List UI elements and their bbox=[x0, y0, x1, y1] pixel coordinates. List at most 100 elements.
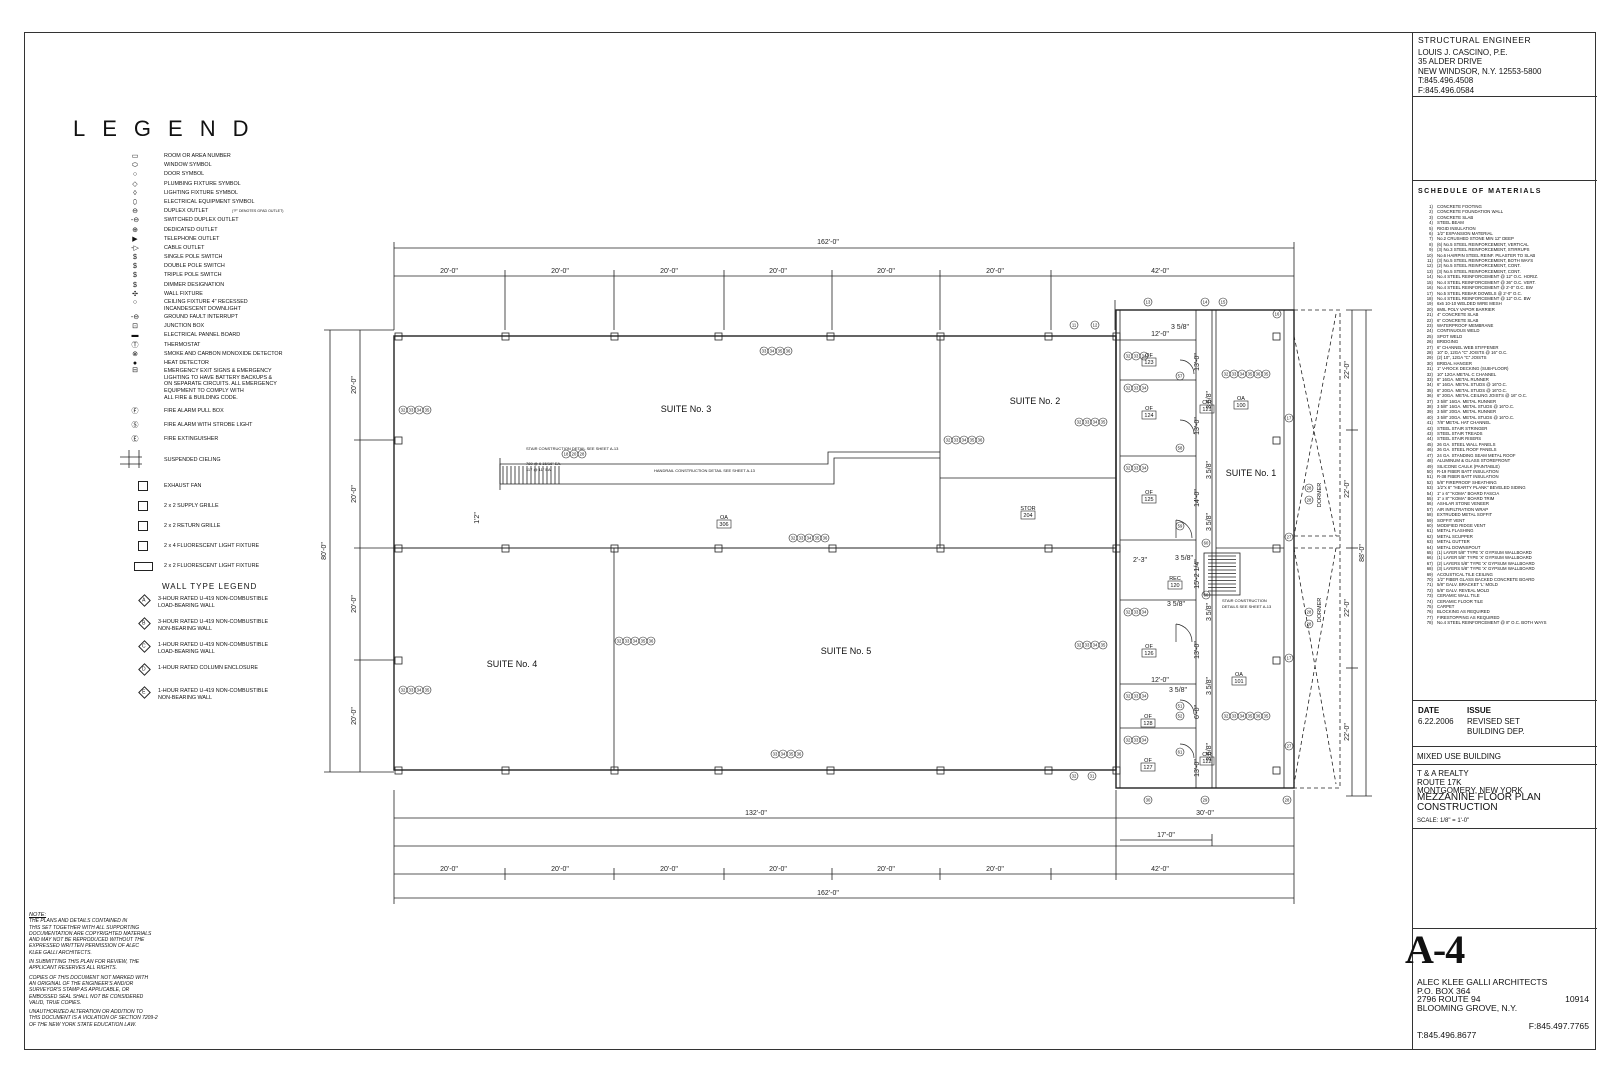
material-callout-number: 61 bbox=[1178, 750, 1183, 755]
triple-pole-switch-icon: $ bbox=[133, 272, 137, 280]
dim-358-label: 3 5/8" bbox=[1169, 687, 1188, 694]
legend-row: ⊗SMOKE AND CARBON MONOXIDE DETECTOR bbox=[132, 350, 322, 359]
material-callout-number: 33 bbox=[1085, 643, 1090, 648]
material-item: 78)No.4 STEEL REINFORCEMENT @ 8" O.C. BO… bbox=[1426, 620, 1547, 626]
room-suite-1: SUITE No. 1 bbox=[1226, 468, 1277, 478]
material-callout-tag: 35 bbox=[775, 346, 785, 356]
material-callout-tag: 34 bbox=[1237, 711, 1247, 721]
dim-bay-label: 20'-0" bbox=[660, 268, 678, 275]
material-callout-tag: 32 bbox=[1221, 711, 1231, 721]
room-cir: CIR bbox=[1202, 400, 1212, 406]
dim-358-label: 3 5/8" bbox=[1167, 601, 1186, 608]
material-callout-number: 36 bbox=[1256, 372, 1261, 377]
material-callout-tag: 33 bbox=[1131, 735, 1141, 745]
dim-bay-label: 20'-0" bbox=[551, 866, 569, 873]
material-label: BRIDAL HANGER bbox=[1437, 360, 1472, 366]
material-callout-tag: 33 bbox=[951, 435, 961, 445]
dim-223-label: 2'-3" bbox=[1133, 557, 1147, 564]
dim-358-label: 3 5/8" bbox=[1206, 460, 1213, 479]
exit-sign-icon: ⊟ bbox=[132, 367, 138, 375]
material-item: 2)CONCRETE FOUNDATION WALL bbox=[1429, 209, 1504, 215]
dim-12-label: 12'-0" bbox=[1151, 677, 1169, 684]
material-item: 28)10" D, 12GA "C" JOISTS @ 16" O.C. bbox=[1426, 349, 1508, 355]
material-callout-tag: 59 bbox=[1175, 521, 1185, 531]
material-callout-tag: 35 bbox=[1245, 711, 1255, 721]
material-item: 43)STEEL STAIR TREADS bbox=[1426, 431, 1483, 437]
room-number-tag: 100 bbox=[1233, 400, 1249, 410]
material-item: 12)(2) No.5 STEEL REINFORCEMENT, CONT. bbox=[1426, 263, 1521, 269]
material-callout-tag: 35 bbox=[422, 405, 432, 415]
structural-column bbox=[1272, 544, 1281, 553]
legend-note: ("F" DENOTES GFAD OUTLET) bbox=[232, 209, 284, 214]
material-callout-tag: 33 bbox=[406, 685, 416, 695]
material-callout-tag: 34 bbox=[1139, 735, 1149, 745]
dim-13-label: 13'-0" bbox=[1194, 417, 1201, 435]
architect-info: ALEC KLEE GALLI ARCHITECTS P.O. BOX 364 … bbox=[1417, 969, 1593, 1040]
material-item: 66)(1) LAYER 5/8" TYPE 'X' GYPSUM WALLBO… bbox=[1426, 555, 1532, 561]
material-callout-number: 28 bbox=[1307, 498, 1312, 503]
legend-row: ◇PLUMBING FIXTURE SYMBOL bbox=[132, 180, 322, 189]
legend-label: ROOM OR AREA NUMBER bbox=[164, 153, 231, 159]
material-callout-number: 34 bbox=[1093, 420, 1098, 425]
stair-detail-note: STAIR CONSTRUCTION DETAIL SEE SHEET A-13 bbox=[526, 446, 619, 451]
legend-label: EXHAUST FAN bbox=[164, 483, 202, 490]
structural-column bbox=[1272, 436, 1281, 445]
material-callout-tag: 33 bbox=[1082, 417, 1092, 427]
material-callout-number: 36 bbox=[797, 752, 802, 757]
structural-column bbox=[1044, 332, 1053, 341]
legend-label: 2 x 2 FLUORESCENT LIGHT FIXTURE bbox=[164, 563, 260, 570]
material-callout-tag: 32 bbox=[1074, 640, 1084, 650]
dim-bay-label: 20'-0" bbox=[986, 866, 1004, 873]
client-info: T & A REALTY ROUTE 17K MONTGOMERY, NEW Y… bbox=[1417, 769, 1523, 796]
material-callout-tag: 32 bbox=[1123, 463, 1133, 473]
material-item: 20)6MIL POLY VAPOR BARRIER bbox=[1426, 306, 1495, 312]
structural-column bbox=[501, 332, 510, 341]
material-callout-number: 35 bbox=[778, 349, 783, 354]
legend-label: FIRE ALARM PULL BOX bbox=[164, 408, 224, 415]
legend-row: ⬯ELECTRICAL EQUIPMENT SYMBOL bbox=[132, 198, 322, 207]
material-callout-number: 32 bbox=[1072, 774, 1077, 779]
note-paragraph: THE PLANS AND DETAILS CONTAINED IN THIS … bbox=[29, 918, 152, 956]
dim-14-label: 14'-0" bbox=[1194, 489, 1201, 507]
legend-row: ⊟EMERGENCY EXIT SIGNS & EMERGENCY LIGHTI… bbox=[132, 367, 322, 404]
material-item: 33)6" 16GA. METAL RUNNER bbox=[1426, 377, 1489, 382]
material-callout-number: 32 bbox=[1126, 386, 1131, 391]
structural-column bbox=[610, 766, 619, 775]
issue-heading: ISSUE bbox=[1467, 706, 1492, 715]
structural-column bbox=[714, 544, 723, 553]
material-label: R-38 FIBER BATT INSULATION bbox=[1437, 474, 1499, 480]
material-label: No.6 HAIRPIN STEEL REINF. PILASTER TO SL… bbox=[1437, 252, 1536, 258]
material-label: 1" x 6" "KOMA" BOARD FASCIA bbox=[1437, 490, 1500, 496]
legend-label: DOUBLE POLE SWITCH bbox=[164, 263, 225, 270]
material-callout-tag: 35 bbox=[638, 636, 648, 646]
material-label: 1/2"x 6" "HEARTY PLANK" BEVELED SIDING bbox=[1437, 485, 1526, 491]
material-item: 44)STEEL STAIR RISERS bbox=[1426, 436, 1482, 442]
legend-label: CABLE OUTLET bbox=[164, 244, 205, 251]
wall-fixture-icon: ✣ bbox=[132, 290, 138, 298]
material-callout-number: 60 bbox=[1204, 541, 1209, 546]
material-callout-number: 34 bbox=[1240, 714, 1245, 719]
material-callout-tag: 13 bbox=[1143, 297, 1153, 307]
material-callout-tag: 32 bbox=[398, 405, 408, 415]
material-callout-number: 33 bbox=[409, 688, 414, 693]
legend-label: ELECTRICAL EQUIPMENT SYMBOL bbox=[164, 198, 255, 205]
material-item: 19)6x6 10-10 WELDED WIRE MESH bbox=[1426, 301, 1502, 307]
material-callout-number: 35 bbox=[425, 408, 430, 413]
room-number-tag: 306 bbox=[716, 519, 732, 529]
room-number-tag: 126 bbox=[1141, 648, 1157, 658]
material-label: 1" V-ROCK DECKING (SUB-FLOOR) bbox=[1437, 366, 1509, 372]
legend-label: LIGHTING FIXTURE SYMBOL bbox=[164, 189, 238, 196]
dim-bottom-main-label: 132'-0" bbox=[745, 810, 767, 817]
material-callout-tag: 34 bbox=[778, 749, 788, 759]
material-item: 35)6" 20GA. METAL STUDS @ 16"O.C. bbox=[1426, 387, 1507, 393]
material-callout-tag: 34 bbox=[1139, 351, 1149, 361]
material-callout-tag: 27 bbox=[1284, 532, 1294, 542]
dim-left-bay-label: 20'-0" bbox=[351, 485, 358, 503]
material-callout-tag: 35 bbox=[1098, 640, 1108, 650]
material-label: 6" CONCRETE SLAB bbox=[1437, 317, 1479, 323]
material-item: 16)No.4 STEEL REINFORCEMENT @ 2'-0" O.C.… bbox=[1426, 285, 1533, 291]
material-item: 76)BLOCKING AS REQUIRED bbox=[1426, 609, 1490, 615]
material-item: 15)No.4 STEEL REINFORCEMENT @ 36" O.C. V… bbox=[1426, 279, 1536, 285]
material-label: AIR INFILTRATION WRAP bbox=[1437, 506, 1489, 512]
